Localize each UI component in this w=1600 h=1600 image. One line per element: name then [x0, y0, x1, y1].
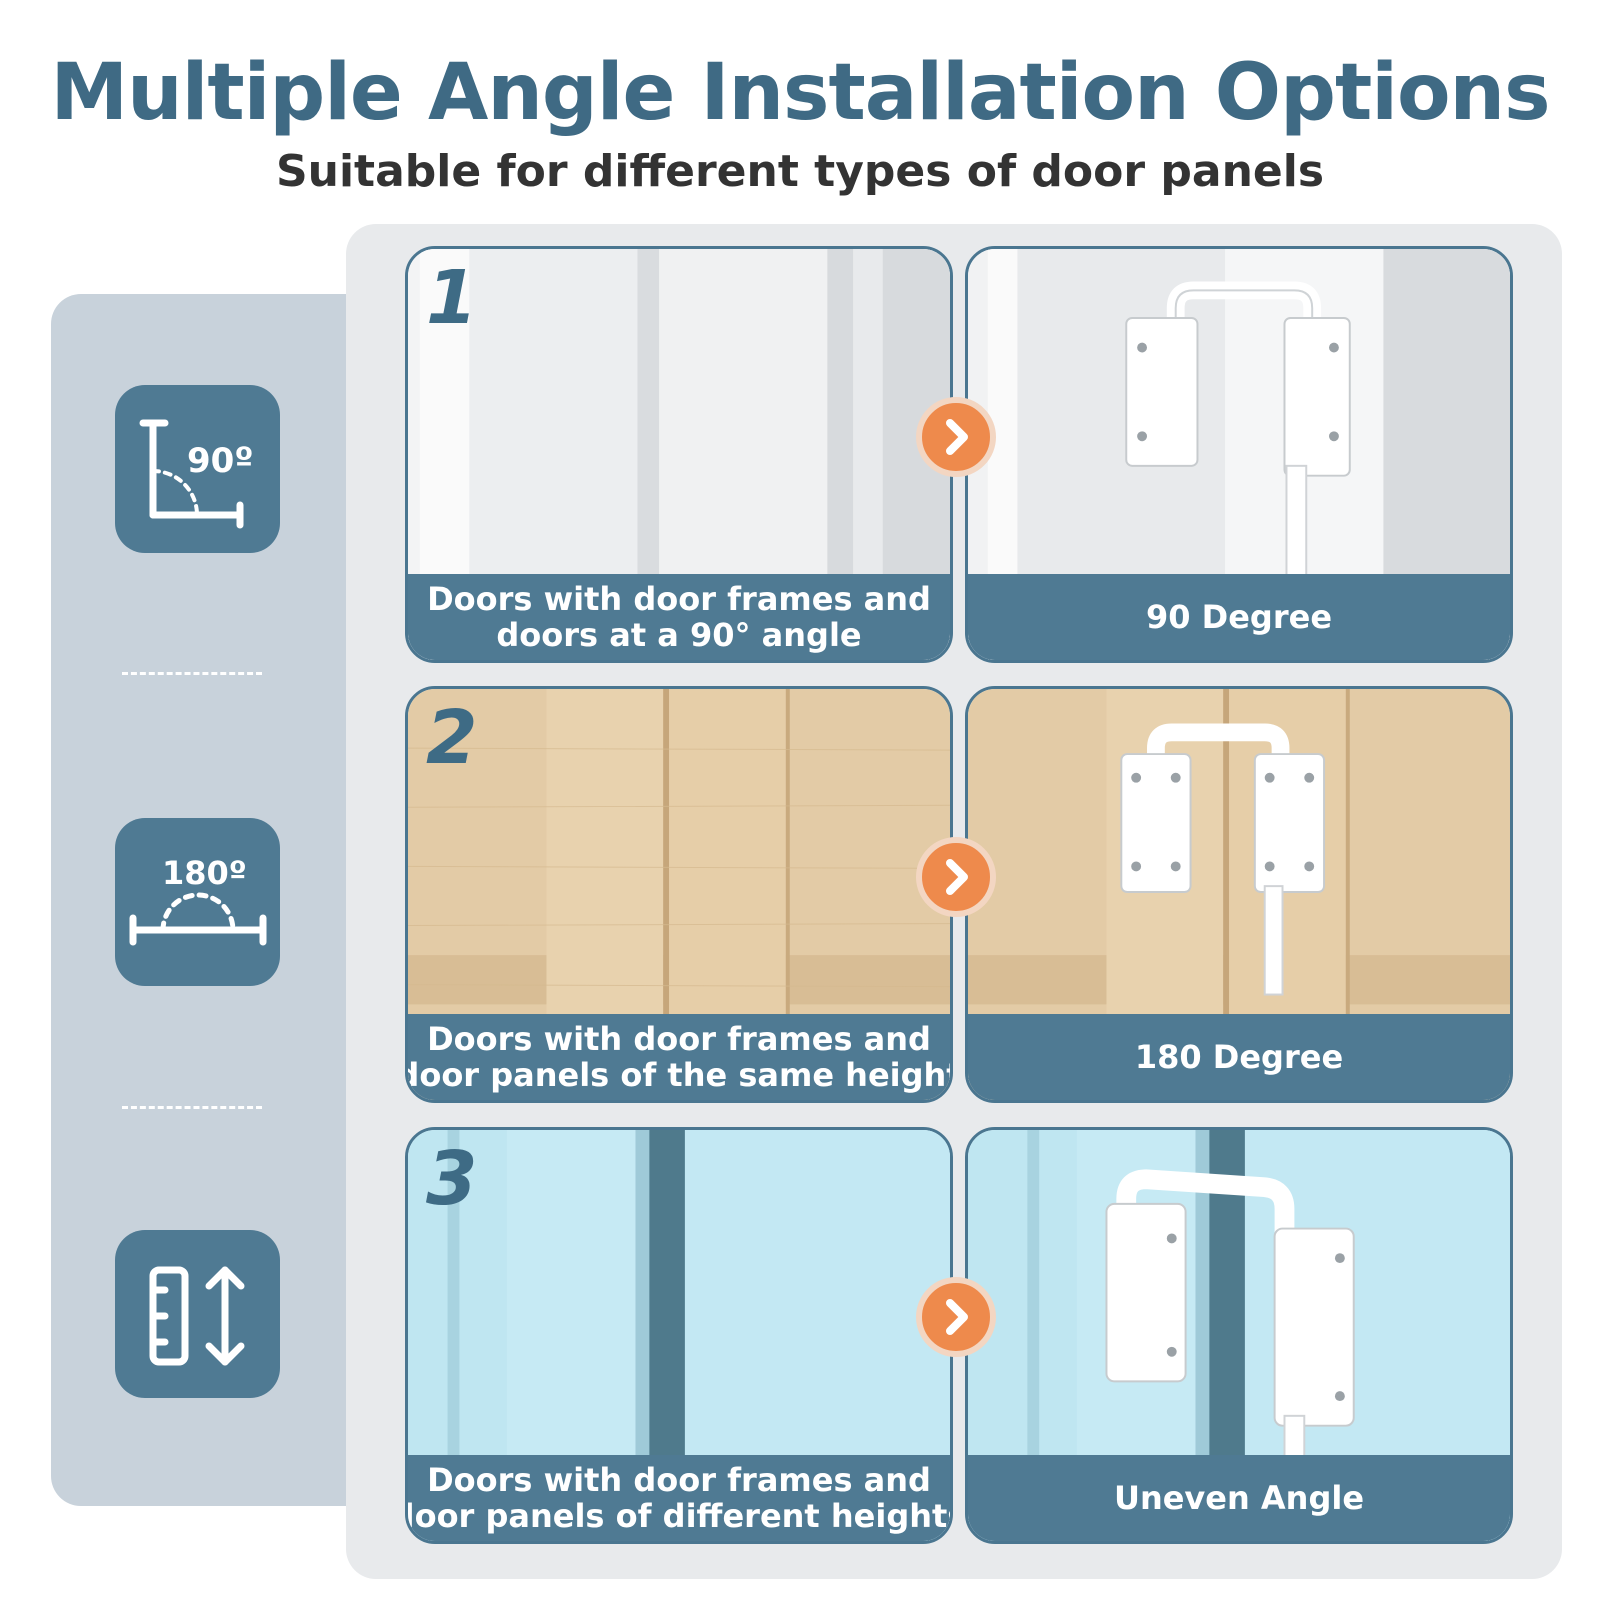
after-card-3: Uneven Angle — [965, 1127, 1513, 1544]
angle-90-label: 90º — [187, 441, 254, 481]
before-card-2: 2 Doors with door frames and door panels… — [405, 686, 953, 1103]
before-caption-3-line-2: door panels of different heights — [405, 1497, 953, 1535]
right-angle-90-icon: 90º — [115, 385, 280, 553]
straight-angle-180-icon: 180º — [115, 818, 280, 986]
latch-illustration — [1125, 281, 1351, 595]
after-card-1: 90 Degree — [965, 246, 1513, 663]
before-caption-1-line-2: doors at a 90° angle — [496, 616, 862, 654]
latch-illustration — [1120, 723, 1326, 996]
before-caption-1-line-1: Doors with door frames and — [427, 580, 931, 618]
next-arrow-icon — [916, 837, 996, 917]
next-arrow-icon — [916, 1277, 996, 1357]
before-caption-3: Doors with door frames and door panels o… — [408, 1455, 950, 1541]
height-difference-icon — [115, 1230, 280, 1398]
next-arrow-icon — [916, 397, 996, 477]
before-card-3: 3 Doors with door frames and door panels… — [405, 1127, 953, 1544]
page-subtitle: Suitable for different types of door pan… — [275, 146, 1325, 197]
before-caption-1: Doors with door frames and doors at a 90… — [408, 574, 950, 660]
after-caption-2: 180 Degree — [968, 1014, 1510, 1100]
before-caption-2-line-2: door panels of the same height — [405, 1056, 953, 1094]
before-caption-2: Doors with door frames and door panels o… — [408, 1014, 950, 1100]
step-number-3: 3 — [426, 1136, 478, 1222]
blue-door-frame-image — [408, 1130, 950, 1541]
page-title: Multiple Angle Installation Options — [50, 48, 1550, 138]
after-caption-1-text: 90 Degree — [1145, 598, 1333, 636]
divider — [122, 672, 262, 675]
angle-180-label: 180º — [162, 854, 247, 892]
divider — [122, 1106, 262, 1109]
before-card-1: 1 Doors with door frames and doors at a … — [405, 246, 953, 663]
after-caption-3-text: Uneven Angle — [1113, 1479, 1365, 1517]
after-caption-2-text: 180 Degree — [1134, 1038, 1344, 1076]
before-caption-3-line-1: Doors with door frames and — [427, 1461, 931, 1499]
after-card-2: 180 Degree — [965, 686, 1513, 1103]
step-number-1: 1 — [426, 255, 478, 341]
after-caption-1: 90 Degree — [968, 574, 1510, 660]
step-number-2: 2 — [426, 695, 478, 781]
before-caption-2-line-1: Doors with door frames and — [427, 1020, 931, 1058]
after-caption-3: Uneven Angle — [968, 1455, 1510, 1541]
